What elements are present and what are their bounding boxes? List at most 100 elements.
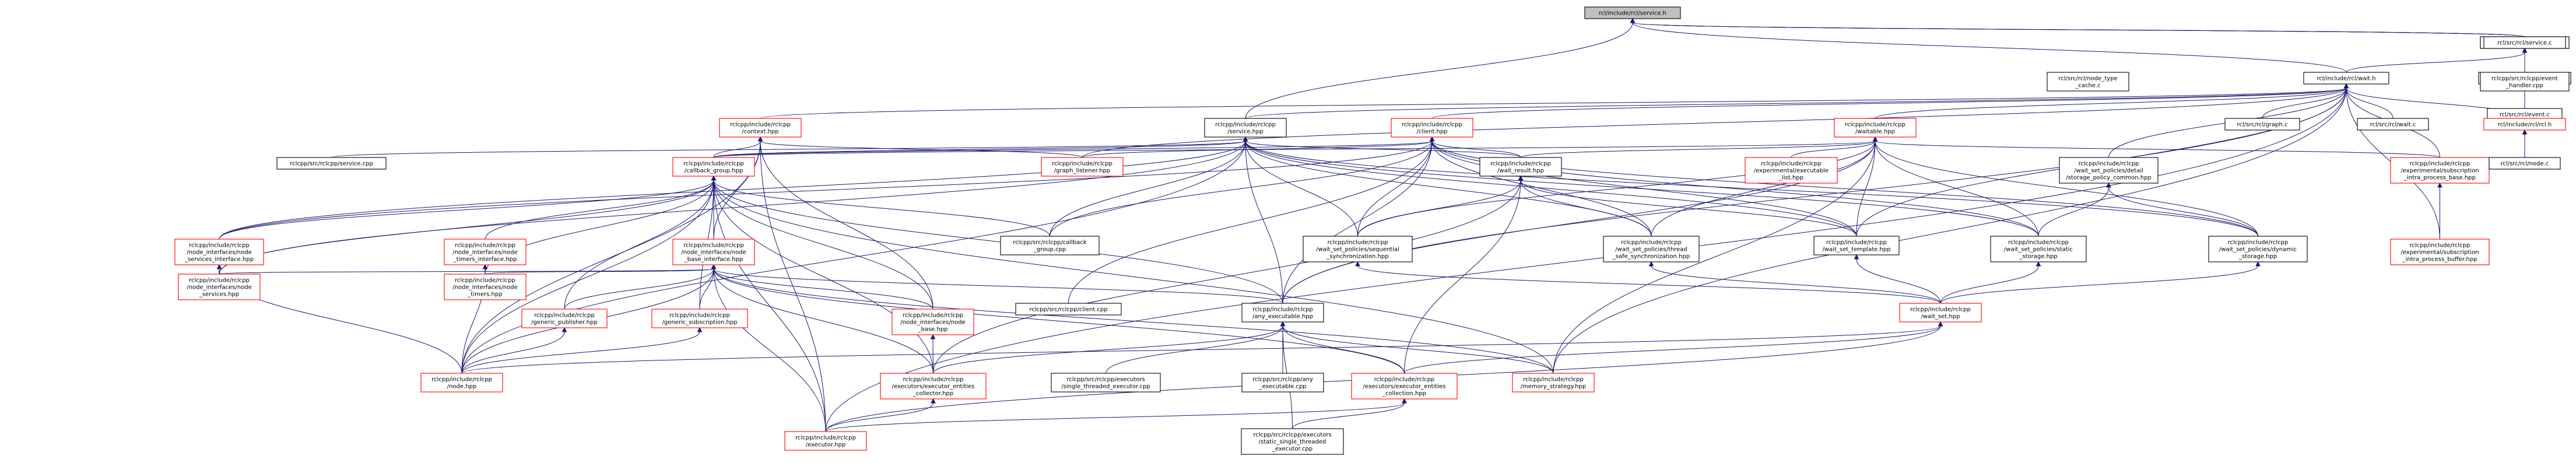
graph-edge (713, 136, 1248, 158)
node-box (2303, 72, 2389, 85)
graph-edge (933, 175, 1524, 374)
node-label-line: /node_interfaces/node (187, 285, 251, 291)
graph-node-graph-listener-hpp[interactable]: rclcpp/include/rclcpp/graph_listener.hpp (1041, 157, 1124, 177)
node-box (444, 239, 527, 265)
graph-node-node-type-cache[interactable]: rcl/src/rcl/node_type_cache.c (2047, 72, 2129, 92)
graph-node-callback-group-cpp[interactable]: rclcpp/src/rclcpp/callback_group.cpp (1000, 236, 1100, 255)
node-box (784, 431, 867, 451)
graph-node-callback-group-hpp[interactable]: rclcpp/include/rclcpp/callback_group.hpp (672, 157, 755, 177)
graph-node-graph-c[interactable]: rcl/src/rcl/graph.c (2224, 118, 2300, 131)
graph-node-context-hpp[interactable]: rclcpp/include/rclcpp/context.hpp (719, 118, 802, 138)
node-label-line: _collection.hpp (1382, 391, 1426, 397)
node-box (1834, 118, 1917, 138)
edge-line (1875, 141, 2258, 237)
node-label-line: rcl/src/rcl/wait.c (2370, 122, 2416, 128)
node-label-line: rcl/src/rcl/event.c (2500, 112, 2550, 118)
graph-node-exec-list-hpp[interactable]: rclcpp/include/rclcpp/experimental/execu… (1745, 157, 1838, 184)
edge-line (461, 141, 1246, 374)
graph-node-client-cpp[interactable]: rclcpp/src/rclcpp/client.cpp (1015, 303, 1122, 316)
graph-edge (219, 175, 717, 240)
graph-node-executor-hpp[interactable]: rclcpp/include/rclcpp/executor.hpp (784, 431, 867, 451)
graph-node-any-executable-cpp[interactable]: rclcpp/src/rclcpp/any_executable.cpp (1241, 373, 1324, 393)
graph-node-static-ste-cpp[interactable]: rclcpp/src/rclcpp/executors/static_singl… (1241, 428, 1344, 455)
graph-node-client-hpp[interactable]: rclcpp/include/rclcpp/client.hpp (1391, 118, 1473, 138)
node-box (2489, 157, 2561, 170)
graph-edge (1280, 321, 1405, 374)
graph-node-ste-executor-cpp[interactable]: rclcpp/src/rclcpp/executors/single_threa… (1051, 373, 1161, 393)
node-label-line: /context.hpp (742, 129, 778, 135)
graph-edge (933, 321, 1286, 374)
graph-node-ni-services-interface-hpp[interactable]: rclcpp/include/rclcpp/node_interfaces/no… (174, 239, 264, 265)
graph-node-service-cpp[interactable]: rclcpp/src/rclcpp/service.cpp (276, 157, 387, 170)
edge-line (485, 268, 714, 275)
edge-line (564, 180, 714, 310)
node-label-line: _safe_synchronization.hpp (1612, 254, 1690, 260)
graph-node-wait-c[interactable]: rcl/src/rcl/wait.c (2357, 118, 2429, 131)
graph-node-wait-set-hpp[interactable]: rclcpp/include/rclcpp/wait_set.hpp (1899, 303, 1982, 323)
graph-edge (711, 175, 826, 432)
node-label-line: rclcpp/src/rclcpp/executors (1253, 432, 1331, 439)
graph-node-dynamic-storage-hpp[interactable]: rclcpp/include/rclcpp/wait_set_policies/… (2208, 236, 2308, 262)
graph-node-sub-ipb-base-hpp[interactable]: rclcpp/include/rclcpp/experimental/subsc… (2390, 157, 2490, 184)
node-label-line: /experimental/subscription (2400, 168, 2479, 174)
edge-line (1245, 141, 1857, 237)
node-label-line: /wait_set_policies/dynamic (2219, 247, 2297, 253)
edge-line (1875, 87, 2347, 119)
node-label-line: /executor.hpp (806, 442, 845, 449)
node-label-line: /node_interfaces/node (900, 320, 965, 326)
graph-node-memory-strategy-hpp[interactable]: rclcpp/include/rclcpp/memory_strategy.hp… (1512, 373, 1595, 393)
graph-node-ni-base-interface-hpp[interactable]: rclcpp/include/rclcpp/node_interfaces/no… (672, 239, 755, 265)
graph-node-rcl-h[interactable]: rcl/include/rcl/rcl.h (2483, 118, 2566, 131)
node-label-line: rclcpp/include/rclcpp (431, 377, 492, 383)
node-label-line: /generic_publisher.hpp (531, 320, 597, 326)
edge-line (1431, 141, 2039, 237)
node-box (2480, 72, 2570, 92)
graph-node-generic-subscription-hpp[interactable]: rclcpp/include/rclcpp/generic_subscripti… (651, 309, 748, 328)
graph-node-node-hpp[interactable]: rclcpp/include/rclcpp/node.hpp (420, 373, 503, 393)
graph-node-ni-base-hpp[interactable]: rclcpp/include/rclcpp/node_interfaces/no… (892, 309, 974, 335)
graph-node-service-hpp[interactable]: rclcpp/include/rclcpp/service.hpp (1204, 118, 1287, 138)
graph-node-waitable-hpp[interactable]: rclcpp/include/rclcpp/waitable.hpp (1834, 118, 1917, 138)
edge-line (1357, 180, 1521, 237)
node-label-line: rclcpp/include/rclcpp (1052, 161, 1112, 167)
graph-edge (1355, 261, 1941, 304)
graph-edge (2038, 182, 2111, 237)
node-label-line: _services_interface.hpp (184, 257, 254, 263)
graph-node-event-handler-cpp[interactable]: rclcpp/src/rclcpp/event_handler.cpp (2480, 72, 2570, 92)
edge-arrowhead (2437, 182, 2442, 188)
graph-node-generic-publisher-hpp[interactable]: rclcpp/include/rclcpp/generic_publisher.… (521, 309, 608, 328)
node-label-line: /generic_subscription.hpp (662, 320, 738, 326)
node-label-line: /experimental/subscription (2400, 250, 2479, 256)
graph-edge (461, 327, 567, 374)
graph-node-service-c[interactable]: rcl/src/rcl/service.c (2483, 36, 2566, 49)
graph-node-exec-entities-collection-hpp[interactable]: rclcpp/include/rclcpp/executors/executor… (1351, 373, 1458, 400)
edge-line (1245, 141, 1358, 237)
graph-node-static-storage-hpp[interactable]: rclcpp/include/rclcpp/wait_set_policies/… (1990, 236, 2087, 262)
edge-arrowhead (1854, 254, 1859, 260)
edge-line (713, 268, 933, 374)
node-label-line: _base_interface.hpp (684, 257, 743, 263)
edge-arrowhead (2106, 182, 2111, 188)
graph-node-any-executable-hpp[interactable]: rclcpp/include/rclcpp/any_executable.hpp (1241, 303, 1324, 323)
graph-node-thread-safe-sync-hpp[interactable]: rclcpp/include/rclcpp/wait_set_policies/… (1603, 236, 1700, 262)
graph-edge (825, 398, 1407, 432)
graph-node-storage-policy-common-hpp[interactable]: rclcpp/include/rclcpp/wait_set_policies/… (2059, 157, 2159, 184)
node-box (2483, 118, 2566, 131)
graph-node-ni-services-hpp[interactable]: rclcpp/include/rclcpp/node_interfaces/no… (178, 274, 261, 300)
graph-node-wait-h[interactable]: rcl/include/rcl/wait.h (2303, 72, 2389, 85)
graph-edge (1282, 136, 1435, 304)
node-box (1041, 157, 1124, 177)
node-box (1204, 118, 1287, 138)
edge-arrowhead (1648, 261, 1654, 267)
graph-node-exec-entities-collector-hpp[interactable]: rclcpp/include/rclcpp/executors/executor… (880, 373, 987, 400)
graph-node-seq-sync-hpp[interactable]: rclcpp/include/rclcpp/wait_set_policies/… (1303, 236, 1413, 262)
graph-node-wait-set-template-hpp[interactable]: rclcpp/include/rclcpp/wait_set_template.… (1813, 236, 1900, 255)
node-box (1813, 236, 1900, 255)
graph-node-wait-result-hpp[interactable]: rclcpp/include/rclcpp/wait_result.hpp (1479, 157, 1562, 177)
graph-node-node-c[interactable]: rcl/src/rcl/node.c (2489, 157, 2561, 170)
graph-node-ni-timers-hpp[interactable]: rclcpp/include/rclcpp/node_interfaces/no… (444, 274, 527, 300)
graph-node-ni-timers-interface-hpp[interactable]: rclcpp/include/rclcpp/node_interfaces/no… (444, 239, 527, 265)
graph-edge (1648, 261, 1941, 304)
graph-node-sub-ipb-buffer-hpp[interactable]: rclcpp/include/rclcpp/experimental/subsc… (2390, 239, 2490, 265)
